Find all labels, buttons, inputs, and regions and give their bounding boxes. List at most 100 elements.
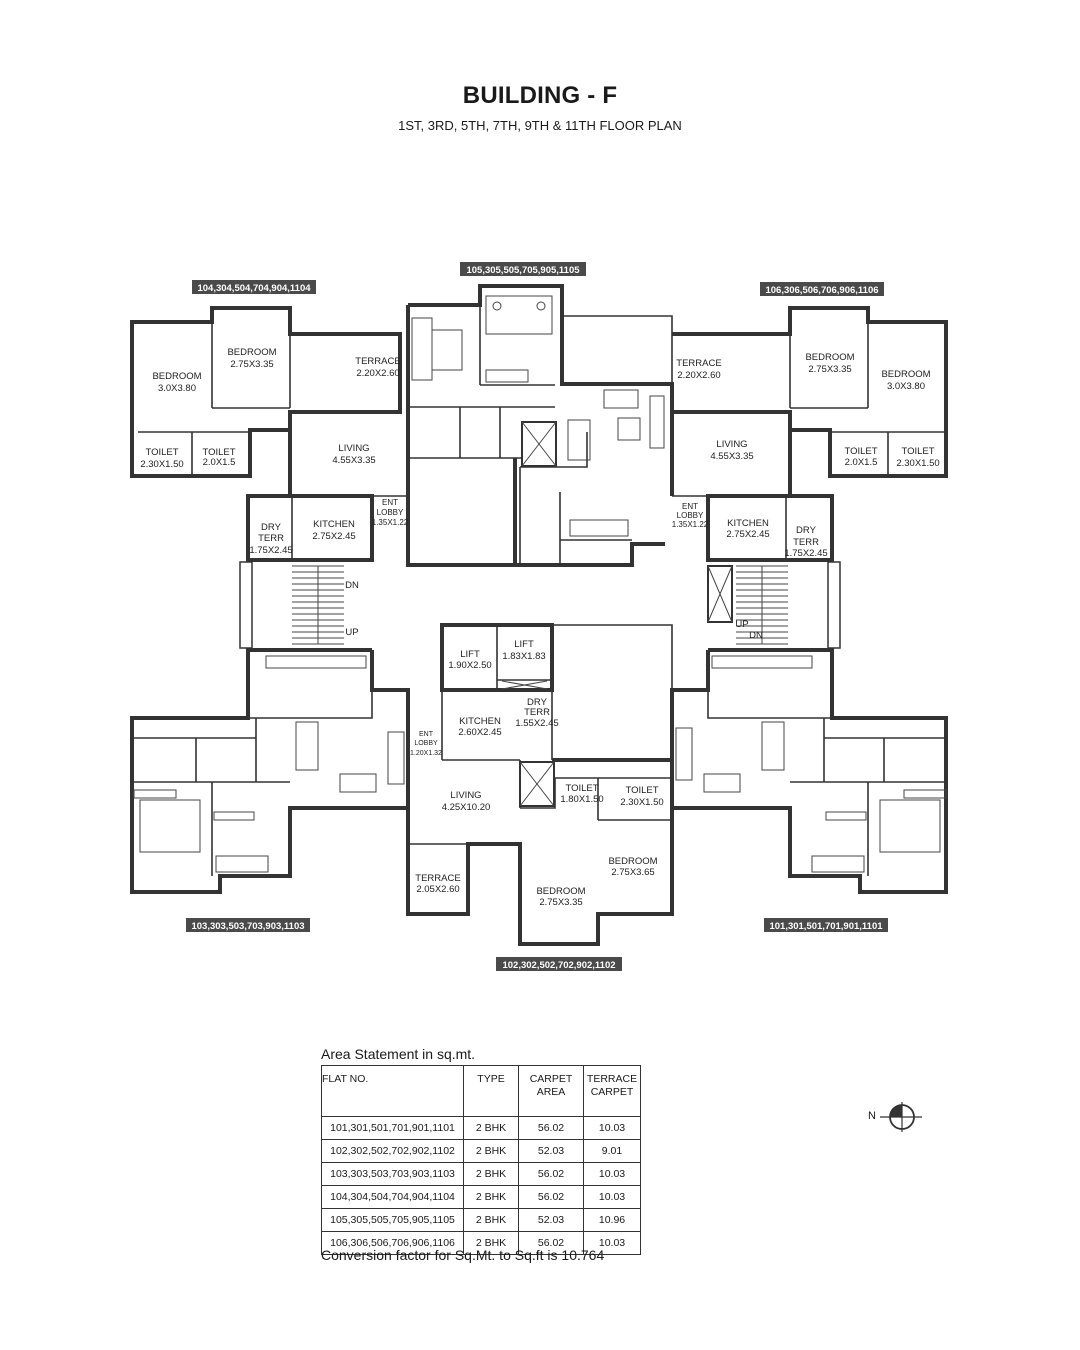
room-dim: 2.30X1.50: [620, 797, 663, 808]
room-labels: BEDROOM 3.0X3.80 BEDROOM 2.75X3.35 TERRA…: [140, 347, 939, 908]
furniture: [133, 295, 947, 873]
flat-tag-top-center: 105,305,505,705,905,1105: [460, 262, 586, 276]
stair-label: DN: [749, 630, 763, 641]
walls-bottom-center: [406, 690, 674, 946]
room-label: TERR: [793, 537, 819, 548]
stair-label: DN: [345, 580, 359, 591]
room-dim: 2.60X2.45: [458, 727, 501, 738]
room-dim: 1.35X1.22: [372, 518, 409, 527]
room-dim: 1.80X1.50: [560, 794, 603, 805]
room-label: BEDROOM: [227, 347, 276, 358]
cell-carpet: 56.02: [518, 1162, 584, 1186]
room-label: BEDROOM: [536, 886, 585, 897]
walls-top-center: [408, 284, 674, 567]
cell-type: 2 BHK: [463, 1162, 519, 1186]
room-dim: 3.0X3.80: [158, 383, 196, 394]
room-label: TOILET: [901, 446, 934, 457]
room-label: LOBBY: [677, 511, 704, 520]
svg-text:106,306,506,706,906,1106: 106,306,506,706,906,1106: [765, 285, 878, 296]
header-carpet-l1: CARPET: [529, 1073, 573, 1085]
cell-carpet: 56.02: [518, 1185, 584, 1209]
conversion-note: Conversion factor for Sq.Mt. to Sq.ft is…: [321, 1247, 605, 1263]
room-label: TERRACE: [676, 358, 721, 369]
room-dim: 2.75X3.35: [808, 364, 851, 375]
north-label: N: [868, 1110, 876, 1122]
room-label: LIVING: [450, 790, 481, 801]
room-dim: 2.0X1.5: [203, 457, 236, 468]
cell-terrace: 10.03: [583, 1116, 641, 1140]
walls-top-right: [672, 306, 948, 623]
svg-text:105,305,505,705,905,1105: 105,305,505,705,905,1105: [466, 265, 580, 276]
cell-terrace: 9.01: [583, 1139, 641, 1163]
room-label: LIVING: [338, 443, 369, 454]
lift-core: [440, 623, 673, 760]
room-dim: 4.55X3.35: [710, 451, 753, 462]
walls-bottom-left: [130, 650, 410, 894]
room-dim: 2.75X2.45: [312, 531, 355, 542]
room-dim: 2.0X1.5: [845, 457, 878, 468]
room-dim: 2.05X2.60: [416, 884, 459, 895]
room-label: TERRACE: [415, 873, 460, 884]
room-label: KITCHEN: [727, 518, 769, 529]
room-dim: 1.75X2.45: [784, 548, 827, 559]
area-statement-caption: Area Statement in sq.mt.: [321, 1046, 476, 1062]
room-label: ENT: [682, 502, 698, 511]
room-dim: 2.75X2.45: [726, 529, 769, 540]
room-label: TOILET: [625, 785, 658, 796]
cell-flat: 101,301,501,701,901,1101: [321, 1116, 464, 1140]
table-row: 103,303,503,703,903,1103 2 BHK 56.02 10.…: [321, 1162, 641, 1186]
cell-terrace: 10.96: [583, 1208, 641, 1232]
room-label: BEDROOM: [608, 856, 657, 867]
table-row: 102,302,502,702,902,1102 2 BHK 52.03 9.0…: [321, 1139, 641, 1163]
room-label: BEDROOM: [805, 352, 854, 363]
room-label: TERRACE: [355, 356, 400, 367]
table-row: 104,304,504,704,904,1104 2 BHK 56.02 10.…: [321, 1185, 641, 1209]
table-row: 106,306,506,706,906,1106 2 BHK 56.02 10.…: [321, 1231, 641, 1255]
room-label: ENT: [382, 498, 398, 507]
flat-tag-bottom-center: 102,302,502,702,902,1102: [496, 957, 622, 971]
room-label: DRY: [261, 522, 282, 533]
room-label: TOILET: [565, 783, 598, 794]
room-label: TOILET: [202, 447, 235, 458]
room-label: LOBBY: [414, 740, 438, 747]
room-dim: 2.30X1.50: [140, 459, 183, 470]
cell-type: 2 BHK: [463, 1116, 519, 1140]
header-flat-no: FLAT NO.: [321, 1065, 464, 1117]
room-label: KITCHEN: [313, 519, 355, 530]
table-row: 101,301,501,701,901,1101 2 BHK 56.02 10.…: [321, 1116, 641, 1140]
cell-terrace: 10.03: [583, 1162, 641, 1186]
compass-icon: [880, 1102, 922, 1132]
room-label: TERR: [258, 533, 284, 544]
room-dim: 4.25X10.20: [442, 802, 491, 813]
header-terrace-l2: CARPET: [590, 1086, 634, 1098]
stair-left: [239, 558, 372, 652]
room-dim: 1.83X1.83: [502, 651, 545, 662]
north-compass: N: [866, 1098, 926, 1138]
room-dim: 2.75X3.35: [230, 359, 273, 370]
flat-tag-bottom-right: 101,301,501,701,901,1101: [764, 918, 888, 932]
svg-text:101,301,501,701,901,1101: 101,301,501,701,901,1101: [769, 921, 883, 932]
room-label: TERR: [524, 707, 550, 718]
room-dim: 2.75X3.35: [539, 897, 582, 908]
room-dim: 2.20X2.60: [356, 368, 399, 379]
room-label: KITCHEN: [459, 716, 501, 727]
room-dim: 2.30X1.50: [896, 458, 939, 469]
cell-type: 2 BHK: [463, 1185, 519, 1209]
flat-tag-bottom-left: 103,303,503,703,903,1103: [186, 918, 310, 932]
room-dim: 3.0X3.80: [887, 381, 925, 392]
header-carpet-l2: AREA: [536, 1086, 566, 1098]
room-label: ENT: [419, 731, 434, 738]
page-subtitle: 1ST, 3RD, 5TH, 7TH, 9TH & 11TH FLOOR PLA…: [398, 118, 682, 133]
room-dim: 2.20X2.60: [677, 370, 720, 381]
room-label: LIVING: [716, 439, 747, 450]
stair-label: UP: [735, 619, 748, 630]
room-label: LIFT: [514, 639, 534, 650]
room-label: LOBBY: [377, 508, 404, 517]
header-terrace-l1: TERRACE: [586, 1073, 638, 1085]
cell-terrace: 10.03: [583, 1185, 641, 1209]
room-dim: 1.75X2.45: [249, 545, 292, 556]
